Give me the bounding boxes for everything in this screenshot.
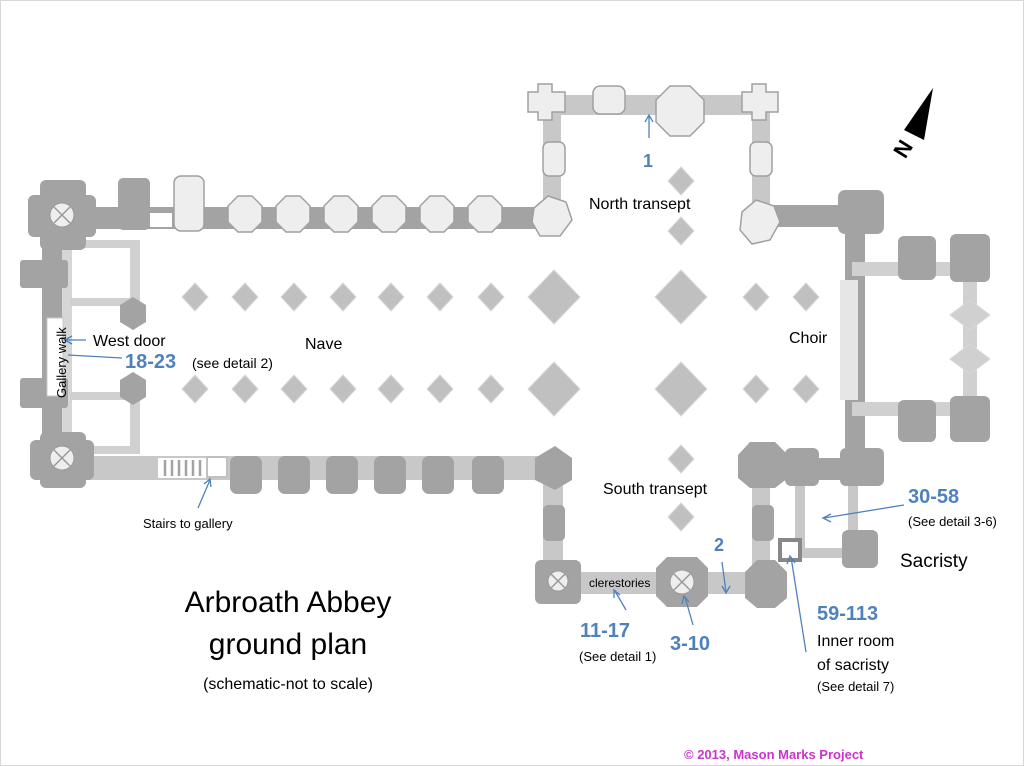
north-arrow-icon: N [888, 88, 933, 162]
mark-30-58: 30-58 [908, 486, 959, 508]
north-clerestory-pillars [173, 83, 781, 245]
choir-label: Choir [789, 330, 828, 347]
annotation-arrows [63, 113, 905, 653]
mark-3-10: 3-10 [670, 633, 710, 655]
gallery-walk-strip [46, 317, 64, 397]
buttresses [20, 178, 990, 608]
mark-59-113-detail: (See detail 7) [817, 679, 894, 694]
inner-room-marker [778, 538, 802, 562]
copyright: © 2013, Mason Marks Project [684, 747, 864, 762]
mark-30-58-detail: (See detail 3-6) [908, 514, 997, 529]
mark-11-17: 11-17 [580, 620, 630, 642]
nave-label: Nave [305, 336, 342, 353]
inner-room-label-1: Inner room [817, 633, 894, 650]
nave-piers [181, 166, 991, 532]
mark-2: 2 [714, 535, 724, 555]
labels: North transept South transept Nave Choir… [54, 151, 997, 762]
title-note: (schematic-not to scale) [203, 676, 373, 693]
mark-11-17-detail: (See detail 1) [579, 649, 656, 664]
stairs-icon [158, 456, 228, 478]
mark-59-113: 59-113 [817, 603, 878, 625]
gallery-walk-label: Gallery walk [54, 327, 69, 398]
south-transept-label: South transept [603, 481, 708, 498]
mark-18-23: 18-23 [125, 351, 176, 373]
clerestories-label: clerestories [589, 576, 650, 590]
sacristy-label: Sacristy [900, 551, 968, 572]
compass-letter: N [888, 136, 918, 163]
west-door-label: West door [93, 333, 166, 350]
north-transept-label: North transept [589, 196, 691, 213]
inner-room-label-2: of sacristy [817, 657, 889, 674]
page-title-line2: ground plan [209, 628, 367, 661]
stairs-label: Stairs to gallery [143, 516, 233, 531]
page-title-line1: Arbroath Abbey [185, 586, 392, 619]
mark-1: 1 [643, 151, 653, 171]
mark-18-23-detail: (see detail 2) [192, 355, 273, 371]
